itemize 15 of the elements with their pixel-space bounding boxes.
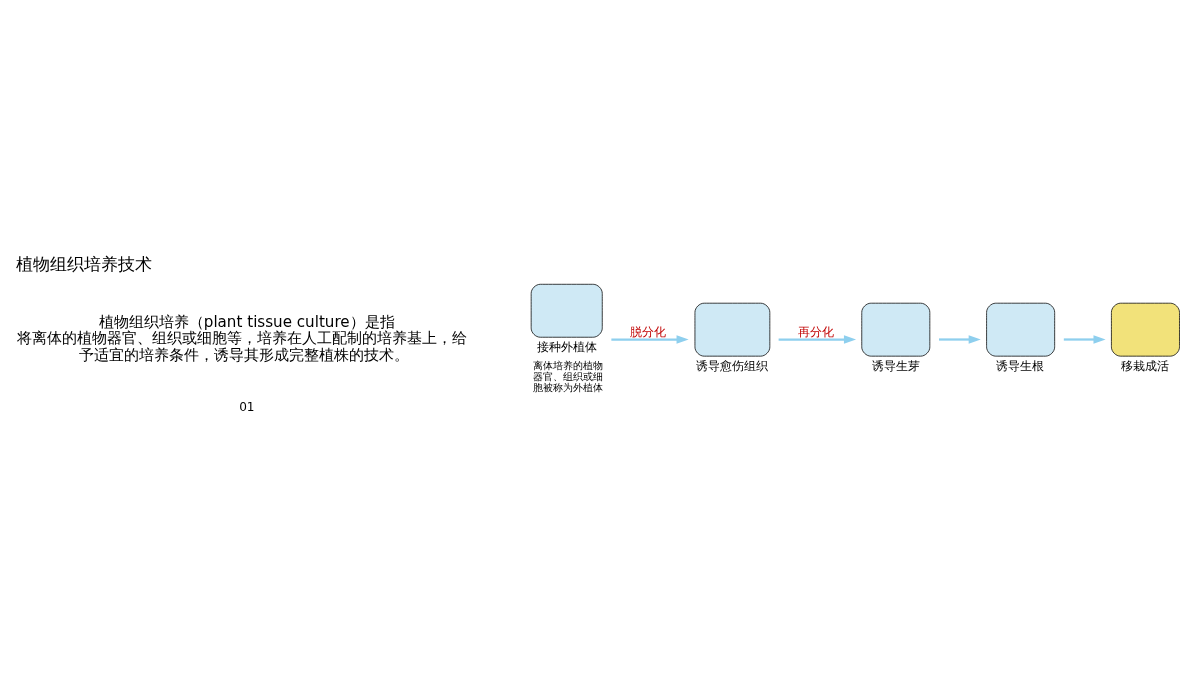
node-label: 接种外植体 xyxy=(536,339,597,354)
node-label: 移栽成活 xyxy=(1121,358,1170,373)
edge-label: 再分化 xyxy=(797,324,834,339)
edge-label: 脱分化 xyxy=(630,324,667,339)
diagram-title: 植物组织培养技术 xyxy=(15,254,152,274)
arrow xyxy=(611,334,689,344)
node-label: 诱导生芽 xyxy=(871,358,920,373)
arrow xyxy=(939,334,981,344)
node-label: 诱导愈伤组织 xyxy=(696,358,769,373)
node-label: 离体培养的植物器官、组织或细胞被称为外植体 xyxy=(532,359,603,392)
node-label: 诱导生根 xyxy=(996,358,1045,373)
label: 01 xyxy=(239,399,255,414)
arrow xyxy=(778,334,857,344)
arrow xyxy=(1063,334,1106,344)
label: 植物组织培养（plant tissue culture）是指将离体的植物器官、组织或细胞等，培养在人工配制的培养基上，给予适宜的培养条件，诱导其形成完整植株的技术。 xyxy=(17,312,468,364)
